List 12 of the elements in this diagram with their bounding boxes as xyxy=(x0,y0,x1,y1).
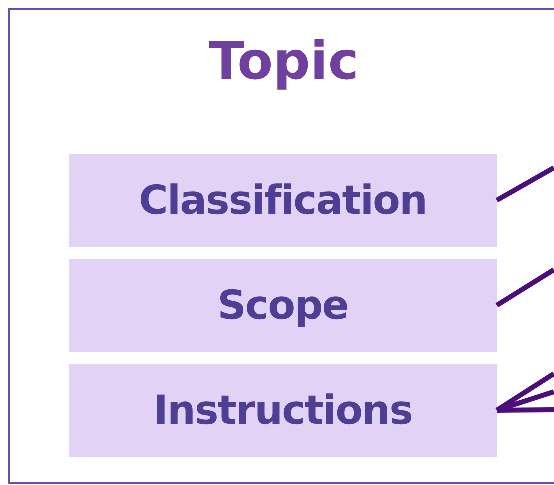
group-box xyxy=(8,8,554,484)
connector-line xyxy=(496,408,554,413)
box-label: Instructions xyxy=(154,388,412,434)
topic-box xyxy=(69,154,497,247)
topic-box xyxy=(69,259,497,352)
box-label: Classification xyxy=(139,178,427,224)
box-label: Scope xyxy=(218,282,348,328)
connector-line xyxy=(496,166,554,203)
group-title: Topic xyxy=(208,32,360,92)
connector-line xyxy=(496,268,554,308)
topic-box xyxy=(69,364,497,457)
connector-line xyxy=(496,372,554,413)
